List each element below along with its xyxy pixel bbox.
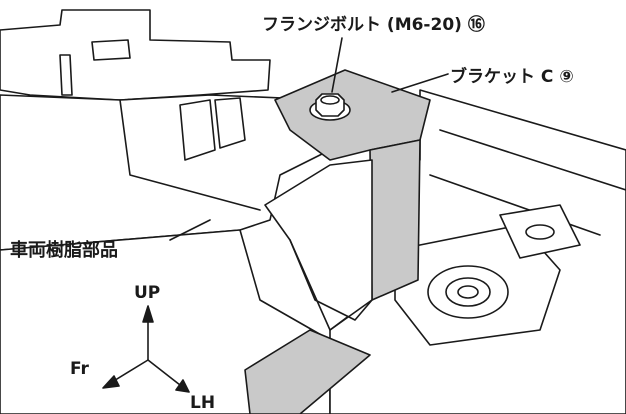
resin-part-label: 車両樹脂部品 — [10, 239, 118, 261]
axis-fr-label: Fr — [70, 359, 90, 379]
axis-lh-arrowhead — [175, 379, 190, 393]
bracket-holder-front — [289, 239, 373, 331]
axis-up-arrowhead — [142, 305, 154, 323]
axis-lh — [147, 359, 181, 386]
mount-grommet-hole — [457, 285, 479, 299]
flange-bolt-top — [320, 95, 340, 105]
axis-fr — [111, 359, 149, 383]
rear-frame — [0, 9, 271, 101]
rear-frame-slot — [91, 39, 131, 61]
resin-rail-ridge — [119, 99, 261, 211]
axis-fr-arrowhead — [102, 375, 120, 389]
flange-bolt-label: フランジボルト (M6-20) ⑯ — [262, 14, 485, 35]
right-housing-edge-2 — [429, 174, 601, 236]
leader-flange-bolt — [331, 37, 343, 93]
lower-strap — [244, 329, 371, 414]
bracket-holder — [264, 159, 373, 321]
axis-lh-label: LH — [190, 393, 215, 413]
leader-bracket — [391, 73, 449, 93]
bracket-label: ブラケット C ⑨ — [450, 66, 574, 87]
resin-rail-step — [179, 99, 216, 161]
leader-resin-part — [169, 219, 211, 241]
bracket-c-leg — [369, 139, 421, 301]
right-housing-edge — [439, 129, 626, 191]
slot-hole — [525, 224, 555, 240]
rear-frame-tab — [59, 54, 73, 96]
resin-rail-step-2 — [214, 97, 246, 149]
axis-up-label: UP — [134, 283, 160, 303]
